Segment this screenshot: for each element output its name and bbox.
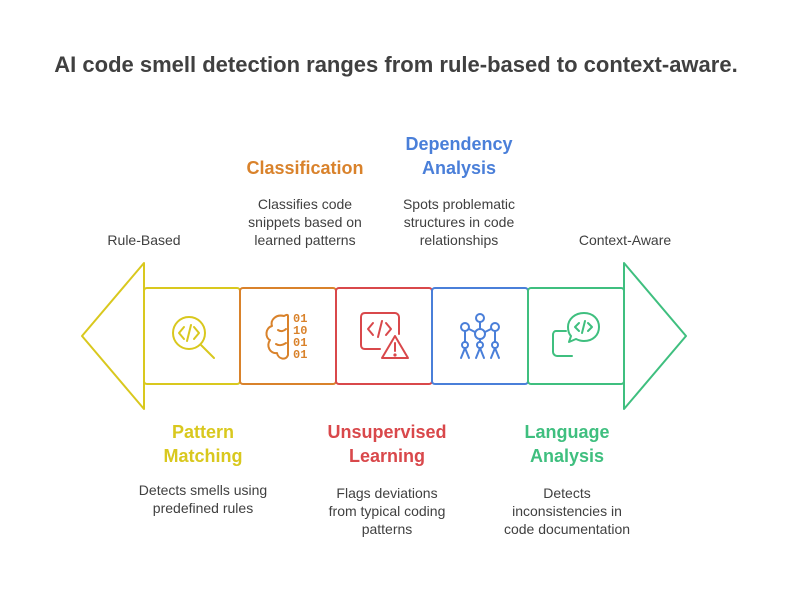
stage-heading-dependency-analysis: Dependency Analysis [405,134,513,178]
stage-description-dependency-analysis: Spots problematic structures in code rel… [402,196,516,248]
left-end-label: Rule-Based [107,232,181,248]
brain-binary-icon [265,313,289,360]
stage-description-language-analysis: Detects inconsistencies in code document… [503,485,631,537]
right-arrow-head [623,262,687,410]
page-title: AI code smell detection ranges from rule… [54,52,738,77]
stage-heading-language-analysis: Language Analysis [524,422,610,466]
stage-heading-pattern-matching: Pattern Matching [163,422,243,466]
stage-box-pattern-matching [143,287,241,385]
stage-box-unsupervised-learning [335,287,433,385]
stage-description-classification: Classifies code snippets based on learne… [248,196,362,248]
stage-heading-unsupervised-learning: Unsupervised Learning [327,422,447,466]
left-arrow-head [81,262,145,410]
svg-text:10: 10 [293,324,307,338]
svg-text:01: 01 [293,348,307,362]
right-end-label: Context-Aware [578,232,672,248]
svg-text:01: 01 [293,336,307,350]
code-warning-icon [360,312,409,359]
stage-box-language-analysis [527,287,625,385]
stage-box-dependency-analysis [431,287,529,385]
stage-heading-classification: Classification [246,158,364,178]
stage-description-unsupervised-learning: Flags deviations from typical coding pat… [328,485,446,537]
binary-digits: 01 10 01 01 [293,312,307,362]
stage-description-pattern-matching: Detects smells using predefined rules [138,482,268,516]
code-speech-icon [552,312,600,357]
svg-text:01: 01 [293,312,307,326]
code-magnifier-icon [172,316,215,359]
network-nodes-icon [460,313,500,359]
